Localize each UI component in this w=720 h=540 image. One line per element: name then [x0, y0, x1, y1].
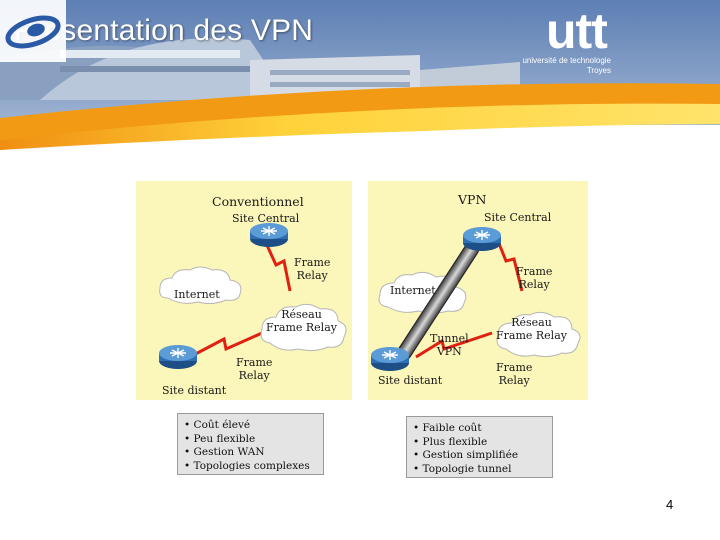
- label-tunnel-vpn: Tunnel VPN: [430, 332, 469, 358]
- frame-relay-link-bottom: [185, 331, 263, 361]
- header-banner: Présentation des VPN utt université de t…: [0, 0, 720, 150]
- label-internet: Internet: [174, 288, 220, 301]
- list-item: Plus flexible: [413, 436, 546, 450]
- router-icon: [371, 347, 409, 371]
- frame-relay-link-top: [264, 242, 292, 292]
- label-frame-relay-top: Frame Relay: [294, 256, 331, 282]
- frame-relay-cloud: [260, 303, 347, 352]
- label-frame-relay-bottom: Frame Relay: [236, 356, 273, 382]
- label-frame-relay-top: Frame Relay: [516, 265, 553, 291]
- list-item: Coût élevé: [184, 419, 317, 433]
- label-frame-relay-bottom: Frame Relay: [496, 361, 533, 387]
- conventional-links: [185, 242, 292, 361]
- vpn-diagram: VPN Site Central Frame Relay Internet Tu…: [368, 181, 588, 400]
- heading-vpn: VPN: [458, 192, 487, 207]
- label-site-central: Site Central: [232, 212, 300, 225]
- list-item: Topologies complexes: [184, 460, 317, 474]
- heading-conventionnel: Conventionnel: [212, 194, 304, 209]
- label-site-distant: Site distant: [378, 374, 443, 387]
- list-item: Peu flexible: [184, 433, 317, 447]
- conventional-diagram: Conventionnel Site Central Frame Relay I…: [136, 181, 352, 400]
- internet-cloud: [159, 266, 242, 305]
- list-item: Faible coût: [413, 422, 546, 436]
- router-icon: [463, 227, 501, 251]
- page-number: 4: [666, 497, 674, 512]
- utt-logo-icon: [0, 0, 66, 62]
- router-icon: [250, 223, 288, 247]
- frame-relay-link-bottom: [415, 331, 493, 359]
- banner-background: [0, 0, 720, 150]
- list-item: Gestion simplifiée: [413, 449, 546, 463]
- utt-logo-line2: Troyes: [586, 66, 611, 75]
- utt-logo-subtitle: université de technologie Troyes: [511, 56, 611, 76]
- utt-logo-word: utt: [546, 3, 608, 59]
- label-reseau-frame-relay: Réseau Frame Relay: [496, 316, 567, 342]
- label-site-distant: Site distant: [162, 384, 227, 397]
- label-site-central: Site Central: [484, 211, 552, 224]
- vpn-advantages-list: Faible coût Plus flexible Gestion simpli…: [406, 416, 553, 478]
- list-item: Topologie tunnel: [413, 463, 546, 477]
- router-icon: [159, 345, 197, 369]
- vpn-links: [396, 240, 524, 361]
- label-internet: Internet: [390, 284, 436, 297]
- conventional-drawbacks-list: Coût élevé Peu flexible Gestion WAN Topo…: [177, 413, 324, 475]
- list-item: Gestion WAN: [184, 446, 317, 460]
- frame-relay-cloud: [496, 311, 581, 358]
- frame-relay-link-top: [496, 240, 524, 292]
- label-reseau-frame-relay: Réseau Frame Relay: [266, 308, 337, 334]
- utt-logo-line1: université de technologie: [522, 56, 611, 65]
